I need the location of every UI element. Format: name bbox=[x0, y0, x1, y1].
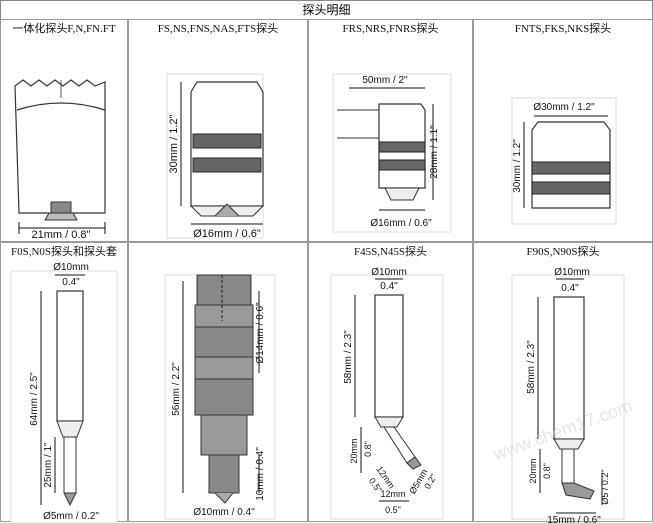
probe-caption: FS,NS,FNS,NAS,FTS探头 bbox=[157, 23, 279, 35]
probe-cell-frs: FRS,NRS,FNRS探头 50mm / 2" 28mm / 1.1" Ø16… bbox=[308, 19, 473, 242]
dim-base: Ø5mm / 0.2" bbox=[43, 511, 99, 522]
probe-cell-fnts: FNTS,FKS,NKS探头 Ø30mm / 1.2" 30mm / 1.2" bbox=[473, 19, 653, 242]
probe-caption: F45S,N45S探头 bbox=[353, 246, 428, 258]
dim-tip-mm: Ø10mm bbox=[53, 262, 89, 273]
dim-lower: 25mm / 1" bbox=[43, 442, 54, 488]
dim-foot: 15mm / 0.6" bbox=[547, 515, 601, 523]
probe-drawing-frs: 50mm / 2" 28mm / 1.1" Ø16mm / 0.6" bbox=[332, 73, 452, 233]
dim-length: 58mm / 2.3" bbox=[343, 330, 354, 384]
probe-cell-f45s: F45S,N45S探头 Ø10mm 0.4" 58mm / 2.3" 20mm … bbox=[308, 242, 473, 522]
probe-caption: F90S,N90S探头 bbox=[526, 246, 600, 258]
dim-diameter: Ø16mm / 0.6" bbox=[193, 228, 261, 240]
probe-drawing-f0s: Ø10mm 0.4" 64mm / 2.5" 25mm / 1" Ø5mm / … bbox=[10, 262, 118, 523]
dim-height: 30mm / 1.2" bbox=[512, 139, 523, 193]
dim-base: Ø10mm / 0.4" bbox=[193, 507, 255, 518]
probe-cell-f90s: F90S,N90S探头 Ø10mm 0.4" 58mm / 2.3" 20mm … bbox=[473, 242, 653, 523]
dim-length: 58mm / 2.3" bbox=[526, 340, 537, 394]
probe-drawing-f45s: Ø10mm 0.4" 58mm / 2.3" 20mm 0.8" 12mm 0.… bbox=[330, 267, 444, 520]
probe-caption: FNTS,FKS,NKS探头 bbox=[514, 23, 612, 35]
probe-cell-fs: FS,NS,FNS,NAS,FTS探头 30mm / 1.2" Ø16mm / … bbox=[128, 19, 308, 242]
probe-cell-sleeve: 56mm / 2.2" Ø14mm / 0.6" 10mm / 0.4" Ø10… bbox=[128, 242, 308, 522]
probe-caption bbox=[129, 243, 307, 261]
dim-length: 56mm / 2.2" bbox=[171, 362, 182, 416]
dim-lower: 10mm / 0.4" bbox=[255, 447, 266, 501]
probe-cell-f0s: F0S,N0S探头和探头套 Ø10mm 0.4" 64mm / 2.5" 25m… bbox=[0, 242, 128, 523]
dim-small: Ø5 / 0.2" bbox=[600, 469, 610, 504]
dim-foot-mm: 12mm bbox=[380, 489, 405, 499]
probe-drawing-f90s: Ø10mm 0.4" 58mm / 2.3" 20mm 0.8" Ø5 / 0.… bbox=[511, 267, 625, 523]
dim-diameter: Ø16mm / 0.6" bbox=[370, 218, 432, 229]
table-title: 探头明细 bbox=[0, 0, 653, 20]
dim-lower-in: 0.8" bbox=[542, 463, 552, 479]
dim-diameter: Ø30mm / 1.2" bbox=[533, 102, 595, 113]
dim-tip-in: 0.4" bbox=[561, 283, 579, 294]
probe-caption: FRS,NRS,FNRS探头 bbox=[342, 23, 439, 35]
dim-height: 28mm / 1.1" bbox=[429, 125, 440, 179]
dim-lower-mm: 20mm bbox=[528, 458, 538, 483]
dim-height: 30mm / 1.2" bbox=[168, 114, 180, 173]
dim-tip-in: 0.4" bbox=[380, 281, 398, 292]
probe-caption: 一体化探头F,N,FN.FT bbox=[12, 23, 116, 35]
dim-width: 21mm / 0.8" bbox=[32, 229, 91, 241]
probe-caption: F0S,N0S探头和探头套 bbox=[10, 246, 118, 258]
dim-diameter: Ø14mm / 0.6" bbox=[255, 302, 266, 364]
dim-foot-in: 0.5" bbox=[385, 505, 401, 515]
dim-lower-mm: 20mm bbox=[349, 438, 359, 463]
probe-drawing-sleeve: 56mm / 2.2" Ø14mm / 0.6" 10mm / 0.4" Ø10… bbox=[164, 274, 276, 520]
probe-drawing-fs: 30mm / 1.2" Ø16mm / 0.6" bbox=[166, 73, 265, 240]
probe-drawing-integrated: 21mm / 0.8" bbox=[14, 79, 106, 241]
dim-tip-mm: Ø10mm bbox=[371, 267, 407, 278]
dim-length: 64mm / 2.5" bbox=[29, 372, 40, 426]
probe-cell-f-n: 一体化探头F,N,FN.FT 21mm / 0.8" bbox=[0, 19, 128, 242]
dim-tip-mm: Ø10mm bbox=[554, 267, 590, 278]
dim-tip-in: 0.4" bbox=[62, 277, 80, 288]
dim-lower-in: 0.8" bbox=[363, 441, 373, 457]
dim-width: 50mm / 2" bbox=[362, 75, 408, 86]
probe-drawing-fnts: Ø30mm / 1.2" 30mm / 1.2" bbox=[511, 97, 617, 225]
